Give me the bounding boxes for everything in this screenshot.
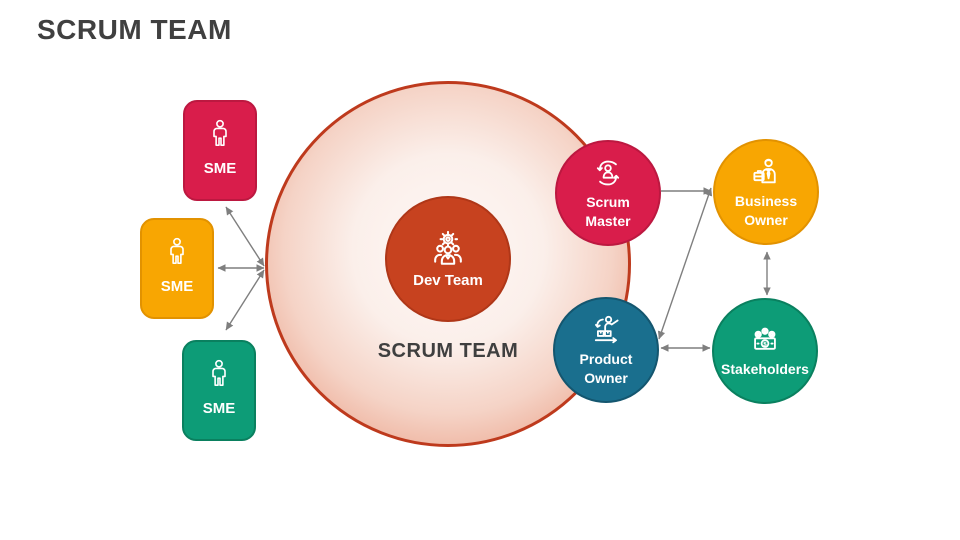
- sme-box-middle: SME: [140, 218, 214, 319]
- business-owner-label: Business Owner: [734, 193, 798, 228]
- sme-label: SME: [160, 278, 194, 295]
- product-backlog-person-icon: [589, 313, 623, 347]
- dev-team-label: Dev Team: [413, 271, 483, 289]
- arrow-sme-top-scrum-circle: [225, 206, 265, 267]
- person-icon: [204, 358, 234, 388]
- product-owner-label: Product Owner: [579, 351, 633, 386]
- scrum-master-node: Scrum Master: [555, 140, 661, 246]
- arrow-sme-bottom-scrum-circle: [225, 269, 265, 331]
- business-owner-node: Business Owner: [713, 139, 819, 245]
- scrum-master-label: Scrum Master: [585, 194, 631, 229]
- stakeholders-label: Stakeholders: [721, 361, 809, 378]
- product-owner-node: Product Owner: [553, 297, 659, 403]
- scrum-cycle-person-icon: [591, 156, 625, 190]
- sme-box-bottom: SME: [182, 340, 256, 441]
- svg-text:$: $: [763, 342, 767, 348]
- sme-label: SME: [202, 400, 236, 417]
- person-icon: [162, 236, 192, 266]
- sme-label: SME: [203, 160, 237, 177]
- people-money-icon: $: [748, 323, 782, 357]
- person-icon: [205, 118, 235, 148]
- team-gear-icon: [429, 230, 467, 268]
- arrow-productowner-businessowner: [657, 187, 713, 340]
- sme-box-top: SME: [183, 100, 257, 201]
- stakeholders-node: $ Stakeholders: [712, 298, 818, 404]
- businessman-briefcase-icon: [749, 155, 783, 189]
- slide-title: SCRUM TEAM: [37, 14, 232, 45]
- scrum-team-circle-label: SCRUM TEAM: [377, 340, 519, 362]
- dev-team-node: Dev Team: [385, 196, 511, 322]
